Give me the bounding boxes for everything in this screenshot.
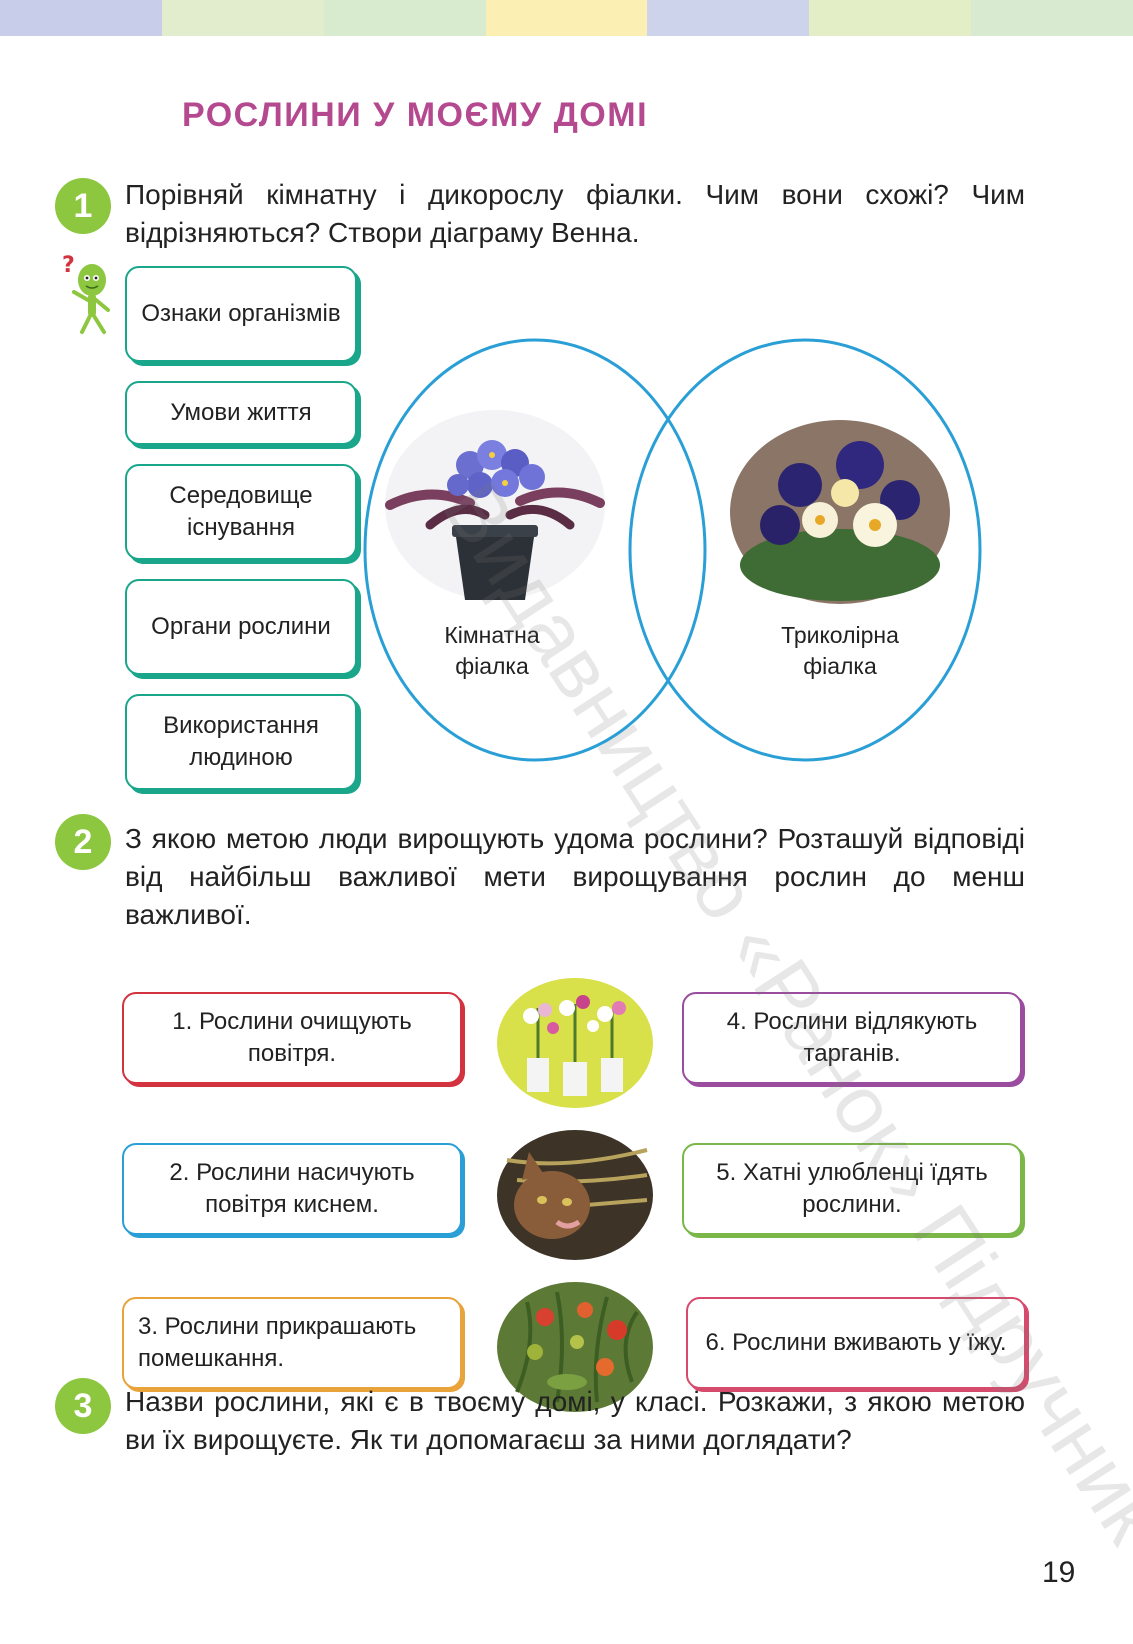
venn-right-label-line2: фіалка bbox=[803, 653, 877, 679]
page-title: РОСЛИНИ У МОЄМУ ДОМІ bbox=[182, 96, 649, 134]
answer-card-1[interactable]: 1. Рослини очищують повітря. bbox=[122, 992, 462, 1084]
task-number-1: 1 bbox=[55, 178, 111, 234]
answer-card-6[interactable]: 6. Рослини вживають у їжу. bbox=[686, 1297, 1026, 1389]
label-human-use: Використання людиною bbox=[125, 694, 357, 790]
strip-segment bbox=[647, 0, 810, 36]
svg-text:?: ? bbox=[62, 253, 75, 278]
venn-circle-left bbox=[363, 338, 707, 762]
venn-diagram: Кімнатна фіалка Триколірна фіалка bbox=[363, 338, 982, 762]
label-habitat: Середовище існування bbox=[125, 464, 357, 560]
strip-segment bbox=[0, 0, 162, 36]
mascot-question-icon: ? bbox=[62, 253, 110, 334]
strip-segment bbox=[971, 0, 1133, 36]
label-living-conditions: Умови життя bbox=[125, 381, 357, 445]
strip-segment bbox=[809, 0, 972, 36]
venn-left-label-line2: фіалка bbox=[455, 653, 529, 679]
page-number: 19 bbox=[1042, 1556, 1076, 1589]
task-3-text: Назви рослини, які є в твоєму домі, у кл… bbox=[125, 1386, 1025, 1455]
tomato-plants-image bbox=[497, 1282, 653, 1412]
strip-segment bbox=[161, 0, 324, 36]
answer-card-5[interactable]: 5. Хатні улюбленці їдять рослини. bbox=[682, 1143, 1022, 1235]
orchids-image bbox=[497, 978, 653, 1108]
venn-right-label-line1: Триколірна bbox=[781, 622, 899, 648]
task-1-text: Порівняй кімнатну і дикорослу фіалки. Чи… bbox=[125, 179, 1025, 248]
strip-segment bbox=[323, 0, 486, 36]
strip-segment bbox=[485, 0, 648, 36]
task-number-2: 2 bbox=[55, 814, 111, 870]
label-organism-traits: Ознаки організмів bbox=[125, 266, 357, 362]
top-color-strip bbox=[0, 0, 1133, 36]
venn-circle-right bbox=[628, 338, 982, 762]
pansy-image bbox=[730, 420, 950, 604]
venn-left-label-line1: Кімнатна bbox=[444, 622, 540, 648]
cat-eating-grass-image bbox=[497, 1130, 653, 1260]
answer-card-4[interactable]: 4. Рослини відлякують тарганів. bbox=[682, 992, 1022, 1084]
answer-card-2[interactable]: 2. Рослини насичують повітря киснем. bbox=[122, 1143, 462, 1235]
answer-card-3[interactable]: 3. Рослини прикрашають помешкання. bbox=[122, 1297, 462, 1389]
african-violet-image bbox=[385, 410, 605, 600]
task-number-3: 3 bbox=[55, 1378, 111, 1434]
label-plant-organs: Органи рослини bbox=[125, 579, 357, 675]
task-2-text: З якою метою люди вирощують удома рослин… bbox=[125, 823, 1025, 930]
